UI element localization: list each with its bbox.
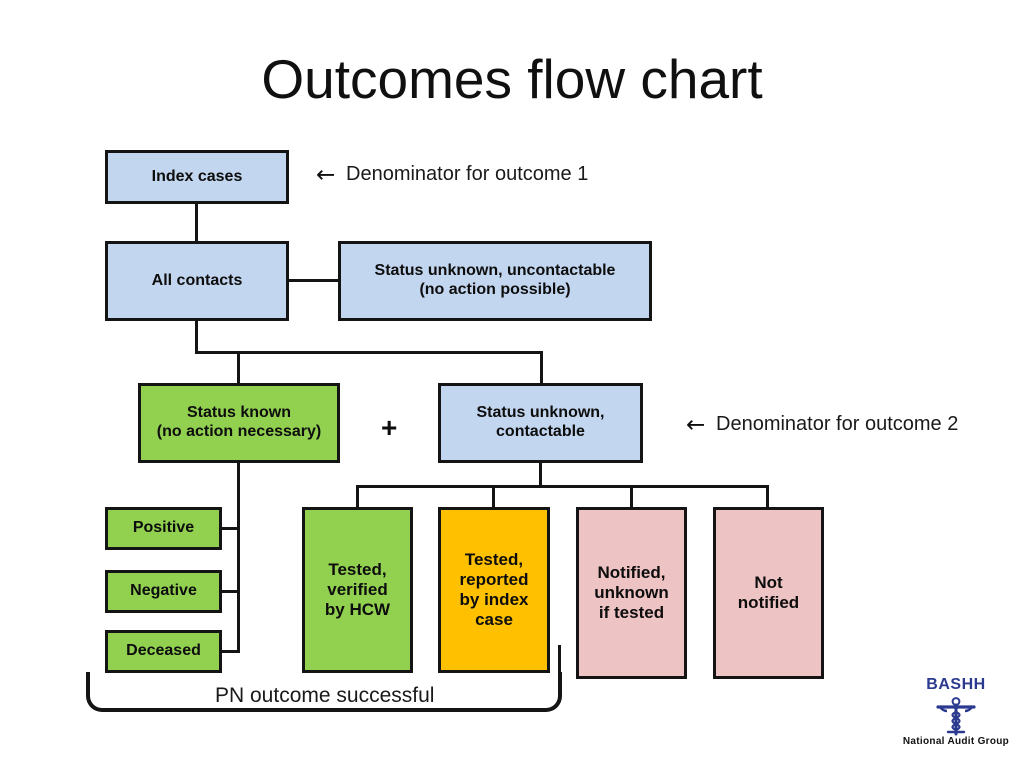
connector-to-notified-unknown bbox=[630, 485, 633, 508]
node-tested-verified-by-hcw-line3: by HCW bbox=[324, 600, 391, 620]
node-positive-label: Positive bbox=[132, 519, 195, 537]
node-negative[interactable]: Negative bbox=[105, 570, 222, 613]
node-tested-reported-by-index-case[interactable]: Tested, reported by index case bbox=[438, 507, 550, 673]
connector-allcontacts-to-uncontactable bbox=[287, 279, 341, 282]
node-deceased[interactable]: Deceased bbox=[105, 630, 222, 673]
node-deceased-label: Deceased bbox=[126, 642, 201, 660]
node-status-unknown-uncontactable[interactable]: Status unknown, uncontactable (no action… bbox=[338, 241, 652, 321]
node-tested-verified-by-hcw-line1: Tested, bbox=[328, 559, 387, 579]
node-notified-unknown-if-tested-line2: unknown bbox=[594, 582, 669, 602]
node-status-known-line1: Status known bbox=[186, 404, 291, 422]
plus-symbol: + bbox=[381, 412, 398, 443]
node-status-unknown-contactable[interactable]: Status unknown, contactable bbox=[438, 383, 643, 463]
node-status-known-line2: (no action necessary) bbox=[156, 423, 322, 440]
node-not-notified-line1: Not bbox=[754, 572, 783, 592]
connector-to-status-known bbox=[237, 351, 240, 384]
left-arrow-icon-outcome-2: ← bbox=[686, 412, 706, 438]
connector-rail-to-positive bbox=[221, 527, 240, 530]
connector-split-bar-level2 bbox=[195, 351, 543, 354]
node-status-unknown-uncontactable-line2: (no action possible) bbox=[419, 281, 571, 298]
node-status-unknown-contactable-line2: contactable bbox=[496, 423, 585, 440]
connector-rail-to-negative bbox=[221, 590, 240, 593]
bashh-logo: BASHH National Audit Group bbox=[900, 676, 1012, 754]
node-not-notified[interactable]: Not notified bbox=[713, 507, 824, 679]
caduceus-icon bbox=[936, 697, 976, 736]
node-tested-verified-by-hcw-line2: verified bbox=[327, 579, 388, 599]
node-negative-label: Negative bbox=[130, 582, 197, 600]
annotation-denominator-outcome-2: Denominator for outcome 2 bbox=[716, 413, 959, 435]
bashh-logo-name: BASHH bbox=[926, 676, 986, 693]
node-not-notified-line2: notified bbox=[737, 593, 800, 612]
node-tested-reported-by-index-case-line2: reported bbox=[459, 569, 529, 589]
node-notified-unknown-if-tested-line3: if tested bbox=[598, 603, 665, 623]
connector-split-bar-outcomes bbox=[356, 485, 769, 488]
annotation-denominator-outcome-1: Denominator for outcome 1 bbox=[346, 163, 589, 185]
pn-outcome-label: PN outcome successful bbox=[215, 684, 435, 707]
connector-to-tested-verified bbox=[356, 485, 359, 508]
pn-outcome-bracket bbox=[86, 672, 562, 712]
bashh-logo-subtitle: National Audit Group bbox=[902, 736, 1010, 747]
node-tested-verified-by-hcw[interactable]: Tested, verified by HCW bbox=[302, 507, 413, 673]
node-index-cases[interactable]: Index cases bbox=[105, 150, 289, 204]
node-tested-reported-by-index-case-line4: case bbox=[475, 610, 513, 630]
connector-rail-to-deceased bbox=[221, 650, 240, 653]
node-notified-unknown-if-tested-line1: Notified, bbox=[597, 562, 666, 582]
connector-contactable-down bbox=[539, 462, 542, 487]
node-status-unknown-contactable-line1: Status unknown, bbox=[476, 404, 605, 422]
node-all-contacts[interactable]: All contacts bbox=[105, 241, 289, 321]
node-index-cases-label: Index cases bbox=[151, 167, 243, 185]
connector-index-to-allcontacts bbox=[195, 203, 198, 243]
connector-status-known-rail bbox=[237, 462, 240, 652]
node-all-contacts-label: All contacts bbox=[151, 271, 243, 289]
connector-to-status-unknown-contactable bbox=[540, 351, 543, 384]
node-tested-reported-by-index-case-line3: by index bbox=[459, 590, 529, 609]
node-positive[interactable]: Positive bbox=[105, 507, 222, 550]
connector-allcontacts-down bbox=[195, 318, 198, 354]
connector-to-not-notified bbox=[766, 485, 769, 508]
page-title: Outcomes flow chart bbox=[261, 48, 763, 110]
connector-to-tested-reported bbox=[492, 485, 495, 508]
node-notified-unknown-if-tested[interactable]: Notified, unknown if tested bbox=[576, 507, 687, 679]
node-status-unknown-uncontactable-line1: Status unknown, uncontactable bbox=[374, 262, 616, 280]
node-status-known[interactable]: Status known (no action necessary) bbox=[138, 383, 340, 463]
left-arrow-icon-outcome-1: ← bbox=[316, 162, 336, 188]
node-tested-reported-by-index-case-line1: Tested, bbox=[464, 549, 524, 569]
connector-bracket-stub bbox=[558, 645, 561, 675]
